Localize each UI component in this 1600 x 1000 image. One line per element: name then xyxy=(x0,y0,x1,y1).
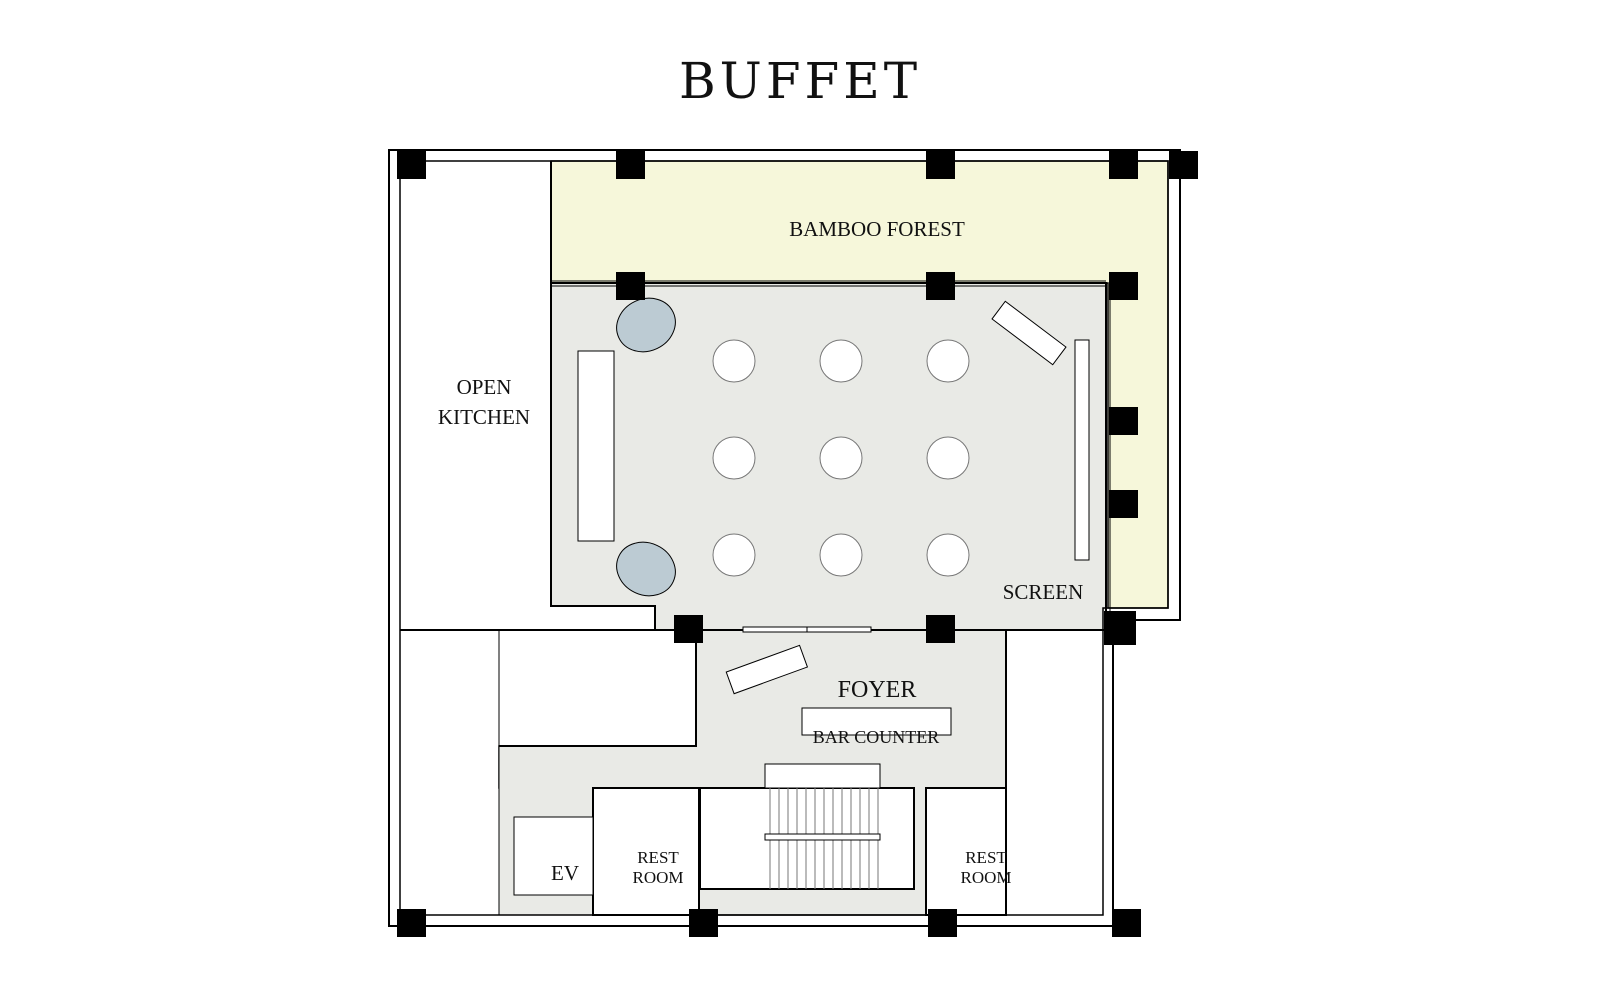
round-table xyxy=(819,533,863,577)
ottoman-bottom xyxy=(616,541,676,597)
round-table xyxy=(926,339,970,383)
round-table xyxy=(712,339,756,383)
buffet-counter xyxy=(577,350,615,542)
label-bar-counter: BAR COUNTER xyxy=(813,727,940,747)
label-restroom-left-2: ROOM xyxy=(632,868,683,887)
round-table xyxy=(712,533,756,577)
label-foyer: FOYER xyxy=(838,677,917,703)
label-kitchen: KITCHEN xyxy=(438,405,530,429)
round-table xyxy=(819,339,863,383)
projection-screen xyxy=(1074,339,1090,561)
round-table xyxy=(712,436,756,480)
label-restroom-left-1: REST xyxy=(637,848,679,867)
restroom-left xyxy=(592,787,700,916)
staircase xyxy=(699,763,915,890)
projector-stand xyxy=(991,300,1067,366)
round-table xyxy=(926,533,970,577)
round-table xyxy=(926,436,970,480)
structural-columns xyxy=(397,151,1198,937)
entry-doors[interactable] xyxy=(742,626,872,633)
label-restroom-right-1: REST xyxy=(965,848,1007,867)
ottoman-top xyxy=(616,297,676,353)
label-screen: SCREEN xyxy=(1003,580,1084,604)
bar-counter xyxy=(801,707,952,736)
round-table xyxy=(819,436,863,480)
label-restroom-right-2: ROOM xyxy=(960,868,1011,887)
foyer-bench xyxy=(725,644,809,695)
floor-plan-title: BUFFET xyxy=(678,52,922,110)
round-tables xyxy=(712,339,970,577)
label-ev: EV xyxy=(551,861,579,885)
elevator xyxy=(513,816,594,896)
label-open: OPEN xyxy=(457,375,512,399)
restroom-right xyxy=(925,787,1007,916)
label-bamboo-forest: BAMBOO FOREST xyxy=(789,217,965,241)
